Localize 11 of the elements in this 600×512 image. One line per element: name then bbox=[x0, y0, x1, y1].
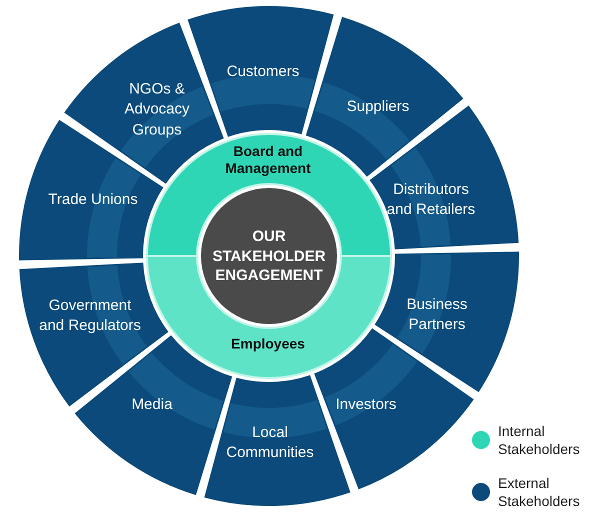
ring-label: Board and Management bbox=[213, 143, 323, 177]
legend-label: Internal Stakeholders bbox=[498, 422, 581, 458]
ring-label: Employees bbox=[213, 336, 323, 352]
legend-label: External Stakeholders bbox=[498, 474, 581, 510]
segment-label: Media bbox=[107, 394, 197, 416]
segment-label: Suppliers bbox=[328, 96, 428, 118]
segment-label: Customers bbox=[208, 62, 318, 82]
segment-label: Investors bbox=[316, 394, 416, 416]
segment-label: Distributors and Retailers bbox=[381, 180, 481, 220]
center-label: OUR STAKEHOLDER ENGAGEMENT bbox=[209, 226, 329, 286]
segment-label: Trade Unions bbox=[48, 190, 138, 210]
